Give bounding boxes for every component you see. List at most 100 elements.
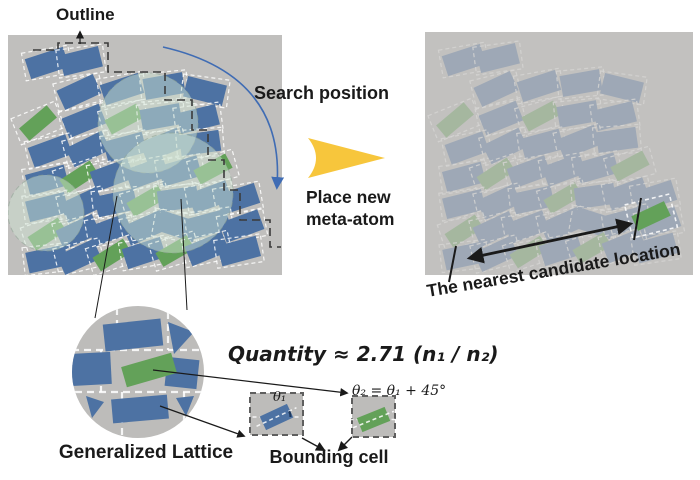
meta-atom bbox=[478, 100, 524, 136]
pointer-arrow bbox=[152, 369, 349, 397]
meta-atom bbox=[482, 127, 528, 165]
meta-atom bbox=[633, 232, 679, 264]
meta-atom bbox=[65, 130, 111, 168]
lattice-cell bbox=[516, 126, 568, 162]
place-arrow-icon bbox=[308, 138, 385, 178]
generalized-lattice-label: Generalized Lattice bbox=[58, 442, 234, 463]
meta-atom bbox=[441, 43, 487, 77]
nearest-candidate-arrow bbox=[466, 218, 634, 264]
lattice-cell bbox=[20, 44, 74, 82]
search-region-circle bbox=[8, 174, 85, 252]
meta-atom bbox=[216, 235, 262, 267]
lattice-cell bbox=[440, 129, 494, 167]
lattice-cell bbox=[52, 72, 106, 112]
lattice-cell bbox=[552, 97, 604, 131]
lattice-cell bbox=[61, 128, 115, 170]
magnified-blue-fragment bbox=[168, 322, 194, 354]
meta-atom bbox=[516, 69, 562, 103]
search-position-arrow bbox=[162, 46, 285, 190]
search-region-circle bbox=[112, 132, 234, 254]
lattice-cell bbox=[600, 175, 654, 213]
meta-atom bbox=[559, 69, 603, 97]
magnifier-connector-line bbox=[180, 198, 188, 311]
lattice-cell bbox=[596, 70, 648, 106]
search-position-label: Search position bbox=[254, 83, 390, 103]
magnified-blue-fragment bbox=[176, 396, 194, 416]
lattice-cell bbox=[478, 125, 532, 167]
meta-atom bbox=[541, 153, 587, 187]
meta-atom bbox=[476, 157, 516, 191]
lattice-cell bbox=[569, 179, 621, 213]
meta-atom bbox=[27, 134, 73, 168]
lattice-cell bbox=[552, 122, 606, 162]
meta-atom bbox=[183, 75, 227, 107]
lattice-cell bbox=[472, 182, 526, 222]
meta-atom bbox=[56, 239, 102, 275]
theta2-label: θ₂ = θ₁ + 45° bbox=[352, 383, 447, 399]
lattice-cell bbox=[84, 233, 140, 275]
pointer-arrow bbox=[159, 405, 246, 438]
meta-atom bbox=[56, 74, 102, 110]
magnified-blue-fragment bbox=[86, 396, 104, 418]
magnified-green-atom bbox=[121, 352, 177, 388]
bounding-cell-label: Bounding cell bbox=[269, 447, 389, 467]
lattice-cell bbox=[83, 211, 137, 249]
meta-atom bbox=[511, 185, 555, 215]
magnified-blue-atom bbox=[111, 394, 169, 424]
meta-atom bbox=[476, 184, 522, 220]
magnified-blue-atom bbox=[72, 351, 112, 387]
meta-atom bbox=[556, 124, 602, 160]
place-new-meta-atom-label: Place new meta-atom bbox=[306, 187, 395, 229]
meta-atom bbox=[184, 231, 230, 267]
meta-atom bbox=[59, 45, 103, 77]
outline-label: Outline bbox=[56, 5, 115, 24]
lattice-cell bbox=[213, 233, 265, 269]
lattice-cell bbox=[437, 41, 491, 79]
lattice-cell bbox=[507, 182, 559, 218]
meta-atom bbox=[506, 155, 552, 189]
lattice-cell bbox=[55, 43, 107, 79]
lattice-cell bbox=[474, 98, 528, 138]
lattice-cell bbox=[570, 149, 624, 187]
lattice-cell bbox=[468, 152, 524, 196]
meta-atom bbox=[600, 72, 644, 104]
left-lattice-panel bbox=[8, 35, 282, 275]
magnifier-contents bbox=[72, 308, 204, 436]
meta-atom bbox=[573, 182, 617, 210]
lattice-cell bbox=[10, 100, 66, 146]
meta-atom bbox=[92, 238, 132, 272]
lattice-cell bbox=[52, 237, 106, 275]
lattice-cell bbox=[513, 95, 569, 137]
meta-atom bbox=[604, 177, 650, 211]
meta-atom bbox=[444, 131, 490, 165]
meta-atom bbox=[25, 244, 69, 274]
meta-atom bbox=[556, 100, 600, 128]
meta-atom bbox=[574, 152, 620, 184]
magnified-blue-atom bbox=[102, 318, 164, 352]
meta-atom bbox=[473, 71, 519, 107]
quantity-formula-label: Quantity ≈ 2.71 (n₁ / n₂) bbox=[228, 342, 499, 366]
meta-atom bbox=[543, 182, 583, 214]
meta-atom bbox=[436, 102, 474, 138]
lattice-cell bbox=[602, 145, 658, 187]
lattice-cell bbox=[438, 238, 490, 274]
meta-atom bbox=[521, 100, 561, 132]
meta-atom bbox=[441, 161, 487, 193]
lattice-cell bbox=[555, 66, 607, 100]
magnifier-connector-line bbox=[94, 195, 118, 319]
lattice-cell bbox=[472, 40, 524, 76]
meta-atom bbox=[476, 42, 520, 74]
lattice-cell bbox=[537, 151, 591, 189]
lattice-cell bbox=[512, 67, 566, 105]
meta-atom bbox=[631, 201, 671, 231]
lattice-cell bbox=[535, 177, 591, 219]
meta-atom bbox=[595, 126, 639, 154]
pointer-arrow bbox=[337, 436, 353, 452]
theta1-label: θ₁ bbox=[273, 390, 287, 405]
theta-axis-line bbox=[352, 410, 395, 429]
measure-tick bbox=[633, 197, 642, 241]
theta-angle-arc bbox=[288, 410, 292, 418]
meta-atom bbox=[593, 100, 637, 132]
meta-atom bbox=[632, 179, 678, 213]
